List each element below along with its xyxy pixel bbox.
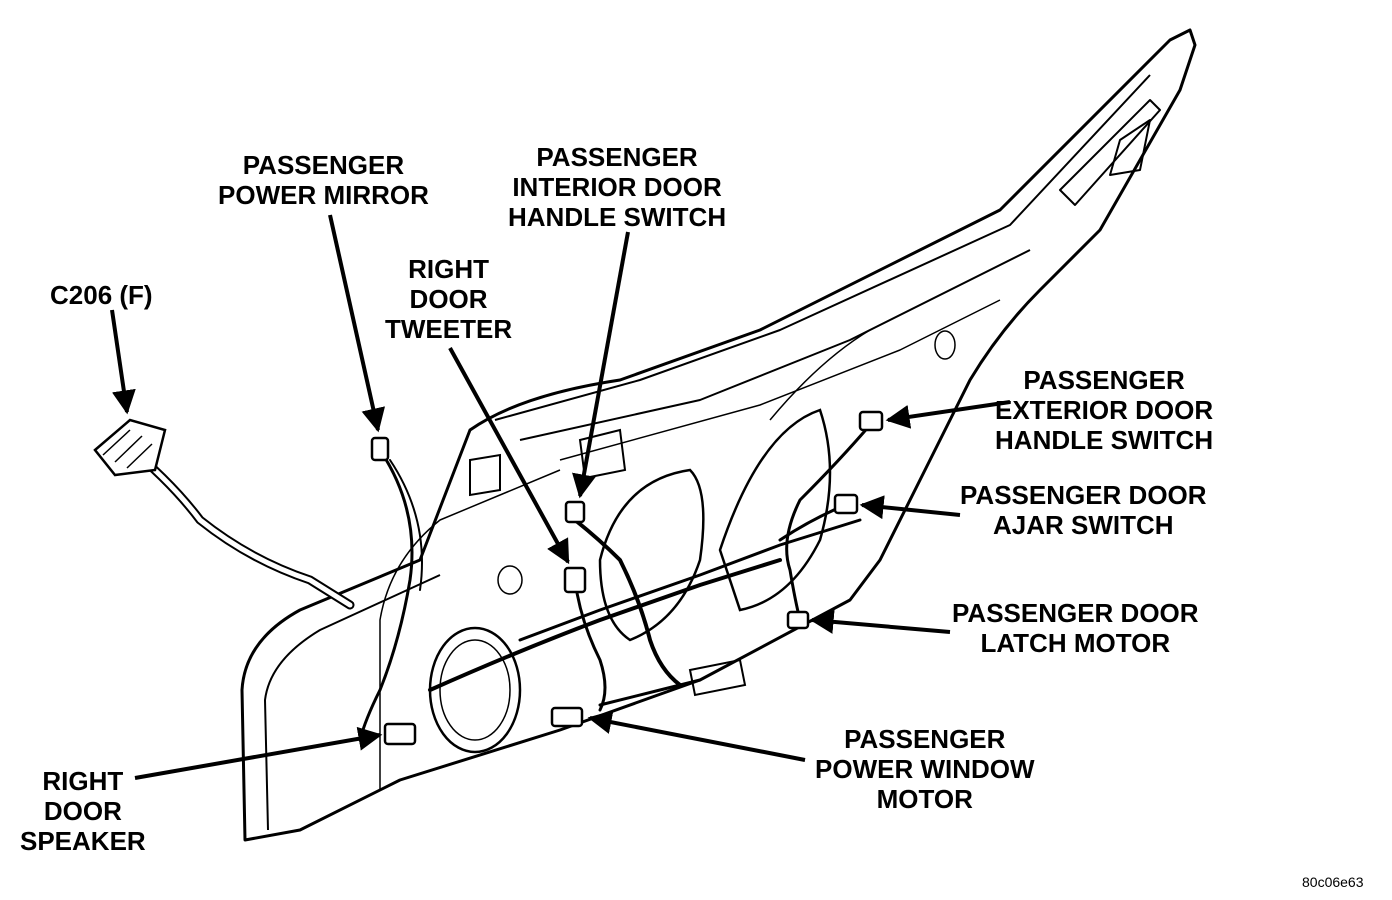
arrow-tweeter	[448, 347, 570, 565]
label-passenger-exterior-door-handle-switch: PASSENGER EXTERIOR DOOR HANDLE SWITCH	[995, 365, 1213, 455]
figure-id: 80c06e63	[1302, 874, 1364, 890]
window-motor-connector	[550, 706, 584, 728]
arrow-power-mirror	[328, 214, 386, 433]
label-line: RIGHT	[42, 766, 124, 796]
label-line: DOOR	[43, 796, 122, 826]
label-right-door-tweeter: RIGHT DOOR TWEETER	[385, 254, 512, 344]
arrow-window-motor	[587, 710, 806, 762]
mirror-connector	[370, 436, 390, 462]
label-line: PASSENGER	[844, 724, 1006, 754]
components	[93, 410, 884, 746]
label-line: PASSENGER DOOR	[952, 598, 1199, 628]
tweeter-connector	[563, 566, 587, 594]
label-line: C206 (F)	[50, 280, 153, 310]
arrow-c206	[110, 309, 136, 415]
leader-arrows	[110, 214, 1011, 780]
label-line: AJAR SWITCH	[993, 510, 1174, 540]
label-line: PASSENGER	[242, 150, 405, 180]
label-line: LATCH MOTOR	[980, 628, 1171, 658]
latch-motor-connector	[786, 610, 810, 630]
label-right-door-speaker: RIGHT DOOR SPEAKER	[20, 766, 146, 856]
label-line: POWER WINDOW	[815, 754, 1035, 784]
label-line: INTERIOR DOOR	[512, 172, 722, 202]
panel-openings	[428, 329, 956, 754]
wiring-harness	[115, 423, 872, 742]
label-line: TWEETER	[385, 314, 513, 344]
speaker-connector	[383, 722, 417, 746]
door-shell	[240, 28, 1197, 842]
ajar-switch-connector	[833, 493, 859, 515]
label-passenger-interior-door-handle-switch: PASSENGER INTERIOR DOOR HANDLE SWITCH	[508, 142, 726, 232]
exterior-switch-connector	[858, 410, 884, 432]
arrow-ajar-switch	[859, 495, 961, 520]
label-line: PASSENGER	[536, 142, 698, 172]
arrow-exterior-switch	[885, 400, 1011, 429]
label-line: MOTOR	[876, 784, 973, 814]
label-line: RIGHT	[408, 254, 489, 284]
arrow-latch-motor	[809, 609, 951, 634]
arrow-interior-switch	[572, 231, 630, 499]
label-line: PASSENGER	[1023, 365, 1185, 395]
label-c206: C206 (F)	[50, 280, 153, 310]
label-line: HANDLE SWITCH	[995, 425, 1214, 455]
label-line: DOOR	[409, 284, 488, 314]
label-line: EXTERIOR DOOR	[995, 395, 1214, 425]
label-passenger-door-latch-motor: PASSENGER DOOR LATCH MOTOR	[952, 598, 1199, 658]
label-line: POWER MIRROR	[218, 180, 429, 210]
label-line: HANDLE SWITCH	[508, 202, 727, 232]
label-passenger-power-window-motor: PASSENGER POWER WINDOW MOTOR	[815, 724, 1035, 814]
label-line: PASSENGER DOOR	[960, 480, 1207, 510]
arrow-door-speaker	[134, 726, 383, 780]
label-passenger-door-ajar-switch: PASSENGER DOOR AJAR SWITCH	[960, 480, 1207, 540]
label-passenger-power-mirror: PASSENGER POWER MIRROR	[218, 150, 429, 210]
label-line: SPEAKER	[20, 826, 146, 856]
interior-switch-connector	[564, 500, 586, 524]
